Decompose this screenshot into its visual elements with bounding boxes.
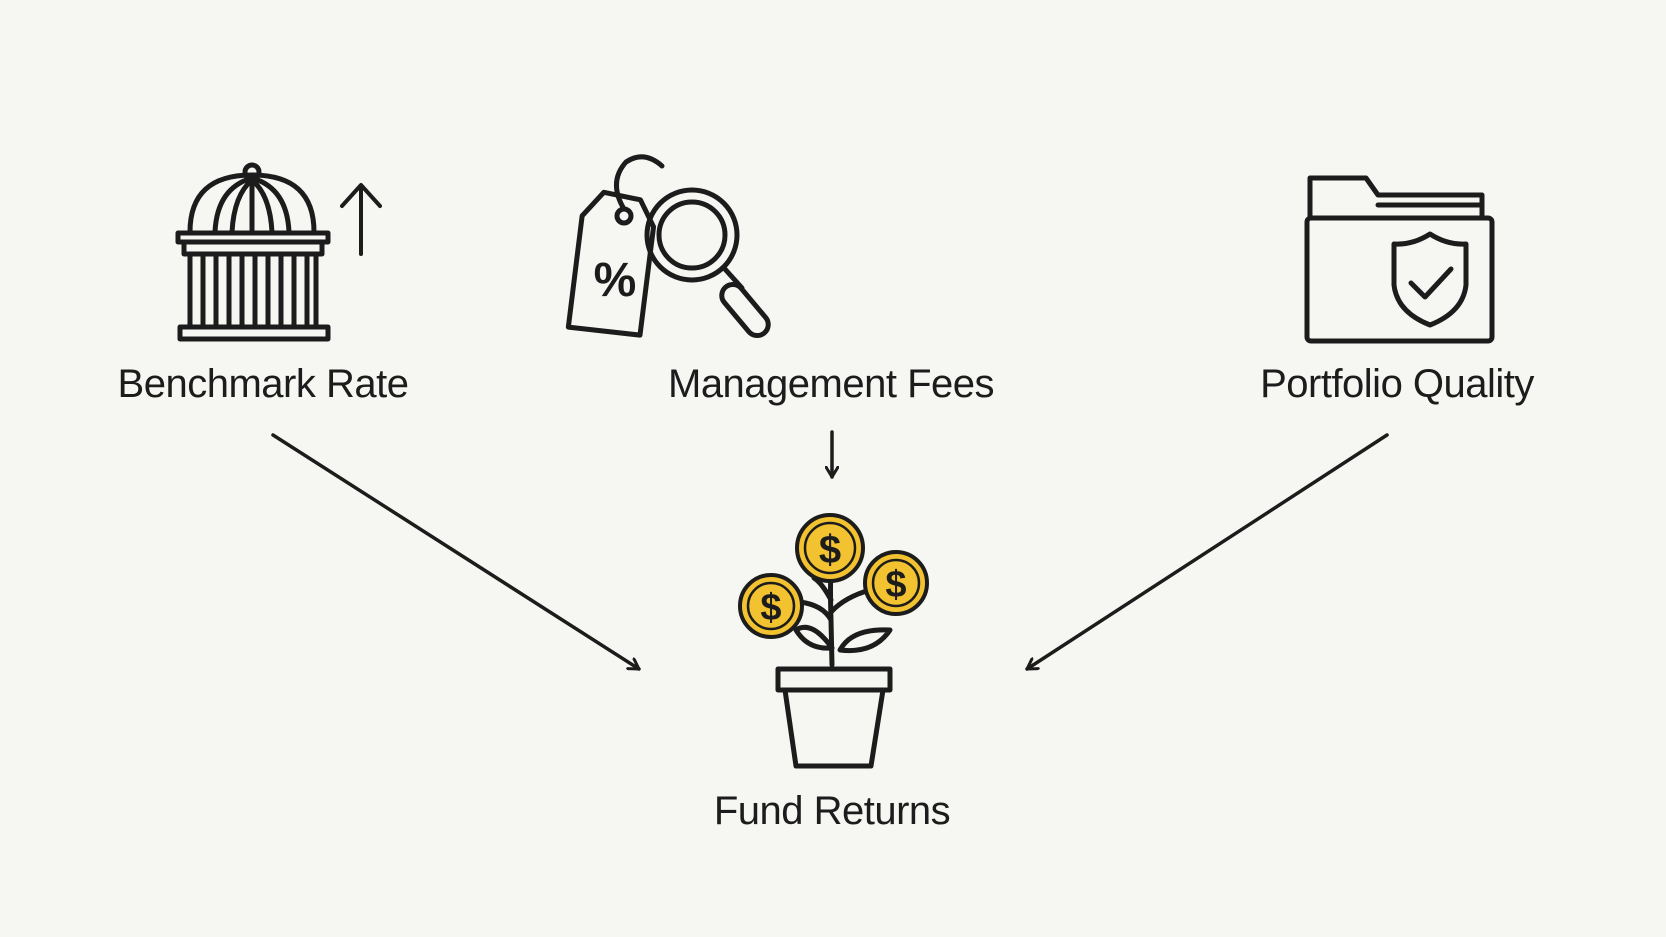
up-arrow-icon [340,183,382,256]
coin-left [738,573,804,639]
dollar-sign-center: $ [819,528,841,572]
portfolio-quality-label: Portfolio Quality [1260,362,1534,406]
folder-shield-check-icon [1304,175,1495,344]
coin-right [863,550,929,616]
dollar-sign-left: $ [760,587,781,629]
fund-returns-label: Fund Returns [713,789,951,833]
arrow-portfolio-to-returns [1025,433,1389,671]
percent-icon: % [594,254,637,307]
money-plant-pot-icon: $ $ $ [738,513,929,769]
arrow-benchmark-to-returns [271,433,641,671]
coin-center [795,513,865,583]
price-tag-magnifier-icon [565,154,771,339]
benchmark-rate-label: Benchmark Rate [117,362,409,406]
bank-building-icon [175,162,331,342]
management-fees-label: Management Fees [667,362,995,406]
dollar-sign-right: $ [885,564,906,606]
